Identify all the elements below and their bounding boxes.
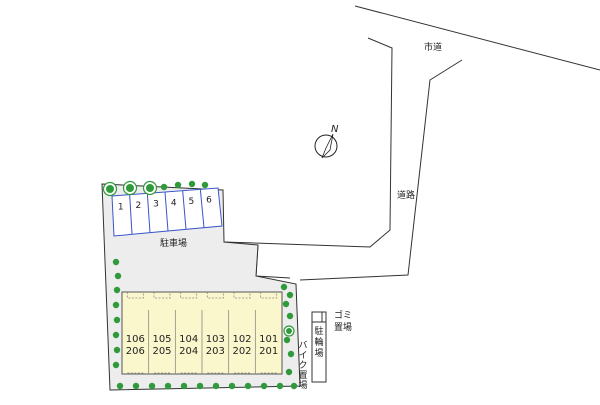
tree-icon <box>112 258 120 266</box>
tree-icon <box>112 301 120 309</box>
tree-icon <box>286 328 292 334</box>
tree-icon <box>114 272 122 280</box>
room-number-upper: 104 <box>179 334 198 345</box>
room-number-lower: 203 <box>206 346 225 357</box>
tree-icon <box>283 336 291 344</box>
tree-group <box>102 180 298 390</box>
tree-icon <box>276 382 284 390</box>
tree-icon <box>290 382 298 390</box>
parking-slot-labels: 1 2 3 4 5 6 <box>118 196 212 213</box>
parking-divider-lines <box>129 189 205 235</box>
tree-icon <box>286 312 294 320</box>
city-road-label: 市道 <box>424 41 442 53</box>
vertical-label-char: 輪 <box>314 336 323 348</box>
garbage-label: ゴミ <box>334 309 352 321</box>
tree-icon <box>174 181 182 189</box>
entrance-notch <box>153 292 171 299</box>
room-number-upper: 105 <box>152 334 171 345</box>
garbage-bin-area <box>311 311 323 323</box>
garbage-label-line2: 置場 <box>334 321 352 333</box>
parking-slot-number: 5 <box>189 197 195 207</box>
tree-icon <box>201 181 209 189</box>
vertical-label-char: 置 <box>298 370 307 381</box>
room-number-lower: 204 <box>179 346 198 357</box>
room-number-upper: 106 <box>126 334 145 345</box>
road-edge-left <box>223 37 393 248</box>
tree-icon <box>180 382 188 390</box>
parking-divider <box>199 189 205 228</box>
vertical-label-char: ク <box>298 360 307 371</box>
tree-icon <box>164 382 172 390</box>
road-label: 道路 <box>397 189 415 201</box>
room-number-upper: 101 <box>259 334 278 345</box>
tree-icon <box>106 185 114 193</box>
road-edge-lower <box>255 244 291 279</box>
parking-slot-number: 3 <box>153 200 159 210</box>
tree-icon <box>188 180 196 188</box>
parking-divider <box>129 194 133 235</box>
vertical-label-char: 駐 <box>314 325 323 337</box>
road-edge-right <box>299 59 463 281</box>
tree-icon <box>113 346 121 354</box>
north-label: N <box>331 124 339 135</box>
tree-icon <box>113 316 121 324</box>
entrance-notch <box>126 292 144 299</box>
parking-slot-number: 1 <box>118 202 124 212</box>
room-number-lower: 206 <box>126 346 145 357</box>
vertical-label-char: 場 <box>314 347 323 359</box>
tree-icon <box>132 382 140 390</box>
parking-divider <box>164 191 169 232</box>
road-edge-top <box>354 5 600 71</box>
vertical-label-char: バ <box>298 340 307 351</box>
parking-label: 駐車場 <box>160 237 187 249</box>
vertical-label-char: イ <box>298 351 307 361</box>
room-number-upper: 102 <box>232 334 251 345</box>
north-arrow-icon <box>314 133 338 159</box>
entrance-notch <box>260 292 278 299</box>
parking-slot-number: 4 <box>171 198 177 208</box>
tree-icon <box>244 382 252 390</box>
room-number-lower: 202 <box>232 346 251 357</box>
tree-icon <box>113 286 121 294</box>
parking-divider <box>182 190 187 230</box>
tree-icon <box>146 184 154 192</box>
building-unit-details <box>126 292 278 374</box>
vertical-label-char: 場 <box>298 379 307 391</box>
tree-icon <box>280 283 288 291</box>
room-number-lower: 205 <box>152 346 171 357</box>
tree-icon <box>148 382 156 390</box>
tree-icon <box>160 183 168 191</box>
entrance-notch <box>180 292 198 299</box>
tree-icon <box>112 361 120 369</box>
tree-icon <box>260 382 268 390</box>
tree-icon <box>112 331 120 339</box>
entrance-notch <box>206 292 224 299</box>
tree-icon <box>287 350 295 358</box>
tree-icon <box>285 368 293 376</box>
parking-slot-number: 6 <box>206 196 212 206</box>
entrance-notch <box>233 292 251 299</box>
tree-icon <box>126 184 134 192</box>
tree-icon <box>212 382 220 390</box>
room-number-lower: 201 <box>259 346 278 357</box>
tree-icon <box>286 291 294 299</box>
tree-icon <box>196 382 204 390</box>
parking-slot-number: 2 <box>136 201 142 211</box>
tree-icon <box>228 382 236 390</box>
bicycle-parking-label: 駐輪場 <box>314 325 323 359</box>
parking-divider <box>146 193 151 233</box>
room-number-upper: 103 <box>206 334 225 345</box>
tree-icon <box>282 300 290 308</box>
tree-icon <box>116 382 124 390</box>
